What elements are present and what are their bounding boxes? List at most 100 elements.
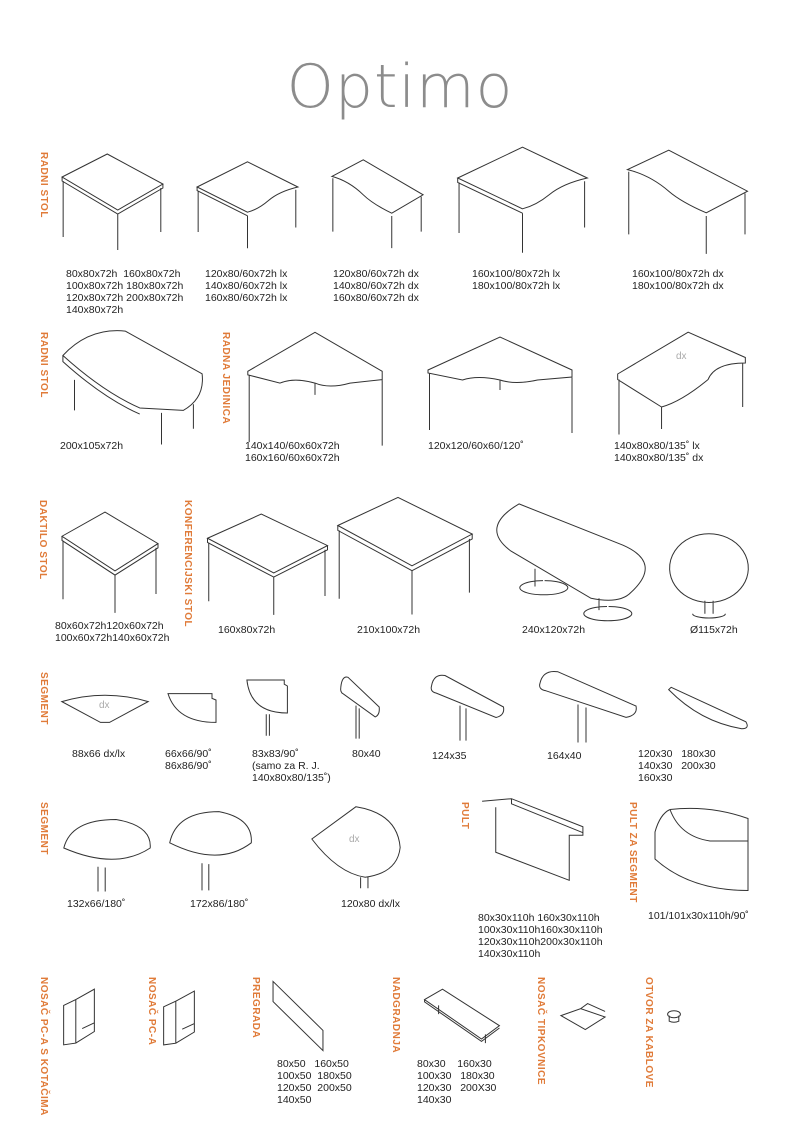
curved-counter-drawing — [650, 805, 750, 895]
drawing-outline — [561, 1004, 605, 1030]
caption: 80x50 160x50 100x50 180x50 120x50 200x50… — [277, 1058, 352, 1106]
caption: 200x105x72h — [60, 440, 124, 452]
section-label-segment-2: SEGMENT — [38, 802, 49, 855]
caption: 140x140/60x60x72h 160x160/60x60x72h — [245, 440, 340, 464]
section-label-radni-stol: RADNI STOL — [38, 152, 49, 218]
drawing-outline — [304, 990, 400, 1083]
caption: 120x120/60x60/120˚ — [428, 440, 524, 452]
counter-drawing — [480, 797, 585, 882]
drawing-outline — [668, 1011, 681, 1023]
drawing-outline — [62, 154, 163, 250]
section-label-pregrada: PREGRADA — [250, 977, 261, 1039]
drawing-outline — [669, 687, 748, 728]
segment-80x40-drawing — [340, 674, 380, 740]
desk-dx-large-drawing — [625, 148, 750, 256]
corner-unit-135-drawing — [615, 330, 748, 440]
pc-holder-drawing — [163, 990, 195, 1046]
segment-strip-drawing — [667, 685, 750, 731]
drawing-outline — [247, 680, 288, 736]
drawing-outline — [208, 514, 328, 615]
section-label-radna-jedinica: RADNA JEDINICA — [220, 332, 231, 425]
caption: 140x80x80/135˚ lx 140x80x80/135˚ dx — [614, 440, 704, 464]
section-label-segment: SEGMENT — [38, 672, 49, 725]
drawing-outline — [458, 147, 588, 253]
section-label-daktilo-stol: DAKTILO STOL — [37, 500, 48, 580]
caption: 83x83/90˚ (samo za R. J. 140x80x80/135˚) — [252, 748, 331, 784]
drawing-outline — [431, 675, 504, 740]
drawing-outline — [332, 160, 423, 248]
segment-fan-drawing — [60, 692, 150, 724]
caption: 164x40 — [547, 750, 582, 762]
caption: 66x66/90˚ 86x86/90˚ — [165, 748, 212, 772]
dx-mark: dx — [676, 351, 687, 362]
partition-panel-drawing — [272, 980, 324, 1052]
section-label-nadgradnja: NADGRADNJA — [390, 977, 401, 1054]
caption: 80x40 — [352, 748, 381, 760]
drawing-outline — [168, 694, 216, 723]
drawing-outline — [312, 807, 400, 889]
shelf-superstructure-drawing — [423, 988, 501, 1046]
corner-unit-120-drawing — [425, 335, 575, 435]
dx-mark: dx — [349, 834, 360, 845]
desk-lx-large-drawing — [455, 145, 590, 255]
drawing-outline — [62, 512, 158, 613]
caption: 88x66 dx/lx — [72, 748, 126, 760]
desk-curved-drawing — [60, 325, 205, 447]
typing-desk-drawing — [60, 510, 160, 615]
drawing-outline — [618, 332, 746, 434]
conference-table-oval-drawing — [495, 498, 655, 616]
caption: 132x66/180˚ — [67, 898, 126, 910]
caption: Ø115x72h — [690, 624, 738, 636]
segment-quarter-drawing — [167, 692, 217, 724]
desk-dx-drawing — [330, 158, 425, 250]
segment-quarter-leg-drawing — [246, 677, 291, 737]
drawing-outline — [197, 162, 298, 248]
section-label-konferencijski-stol: KONFERENCIJSKI STOL — [182, 500, 193, 628]
drawing-outline — [64, 989, 95, 1045]
caption: 80x30 160x30 100x30 180x30 120x30 200X30… — [417, 1058, 497, 1106]
keyboard-tray-drawing — [560, 1003, 606, 1031]
desk-lx-drawing — [195, 160, 300, 250]
drawing-outline — [62, 695, 148, 722]
drawing-outline — [273, 981, 323, 1050]
caption: 120x80/60x72h lx 140x80/60x72h lx 160x80… — [205, 268, 288, 304]
caption: 160x100/80x72h dx 180x100/80x72h dx — [632, 268, 724, 292]
section-label-nosac-tipkovnice: NOSAČ TIPKOVNICE — [535, 977, 546, 1086]
caption: 240x120x72h — [522, 624, 586, 636]
drawing-outline — [540, 671, 637, 742]
drawing-outline — [164, 991, 195, 1045]
desk-drawing — [60, 152, 165, 252]
round-table-drawing — [668, 532, 750, 618]
caption: 80x80x72h 160x80x72h 100x80x72h 180x80x7… — [66, 268, 184, 316]
caption: 120x80 dx/lx — [341, 898, 400, 910]
segment-half-132-drawing — [62, 818, 152, 893]
section-label-nosac-pc-kotaci: NOSAČ PC-A S KOTAČIMA — [38, 977, 49, 1116]
segment-half-172-drawing — [168, 810, 253, 892]
drawing-outline — [628, 150, 748, 254]
drawing-outline — [170, 812, 252, 891]
caption: 80x30x110h 160x30x110h 100x30x110h160x30… — [478, 912, 603, 960]
drawing-outline — [425, 989, 500, 1043]
section-label-nosac-pc: NOSAČ PC-A — [146, 977, 157, 1046]
drawing-outline — [338, 497, 472, 614]
section-label-radni-stol-2: RADNI STOL — [38, 332, 49, 398]
caption: 120x30 180x30 140x30 200x30 160x30 — [638, 748, 716, 784]
conference-table-160-drawing — [205, 512, 330, 617]
dx-mark: dx — [99, 700, 110, 711]
caption: 172x86/180˚ — [190, 898, 249, 910]
segment-drop-drawing — [310, 805, 402, 890]
segment-164x40-drawing — [538, 668, 638, 744]
drawing-outline — [64, 820, 150, 892]
drawing-outline — [248, 332, 382, 445]
drawing-outline — [655, 808, 748, 890]
caption: 160x80x72h — [218, 624, 276, 636]
pc-holder-wheels-drawing — [63, 988, 95, 1046]
drawing-outline — [497, 504, 645, 621]
caption: 101/101x30x110h/90˚ — [648, 910, 749, 922]
caption: 160x100/80x72h lx 180x100/80x72h lx — [472, 268, 561, 292]
caption: 210x100x72h — [357, 624, 421, 636]
caption: 124x35 — [432, 750, 467, 762]
drawing-outline — [670, 534, 749, 618]
caption: 120x80/60x72h dx 140x80/60x72h dx 160x80… — [333, 268, 419, 304]
